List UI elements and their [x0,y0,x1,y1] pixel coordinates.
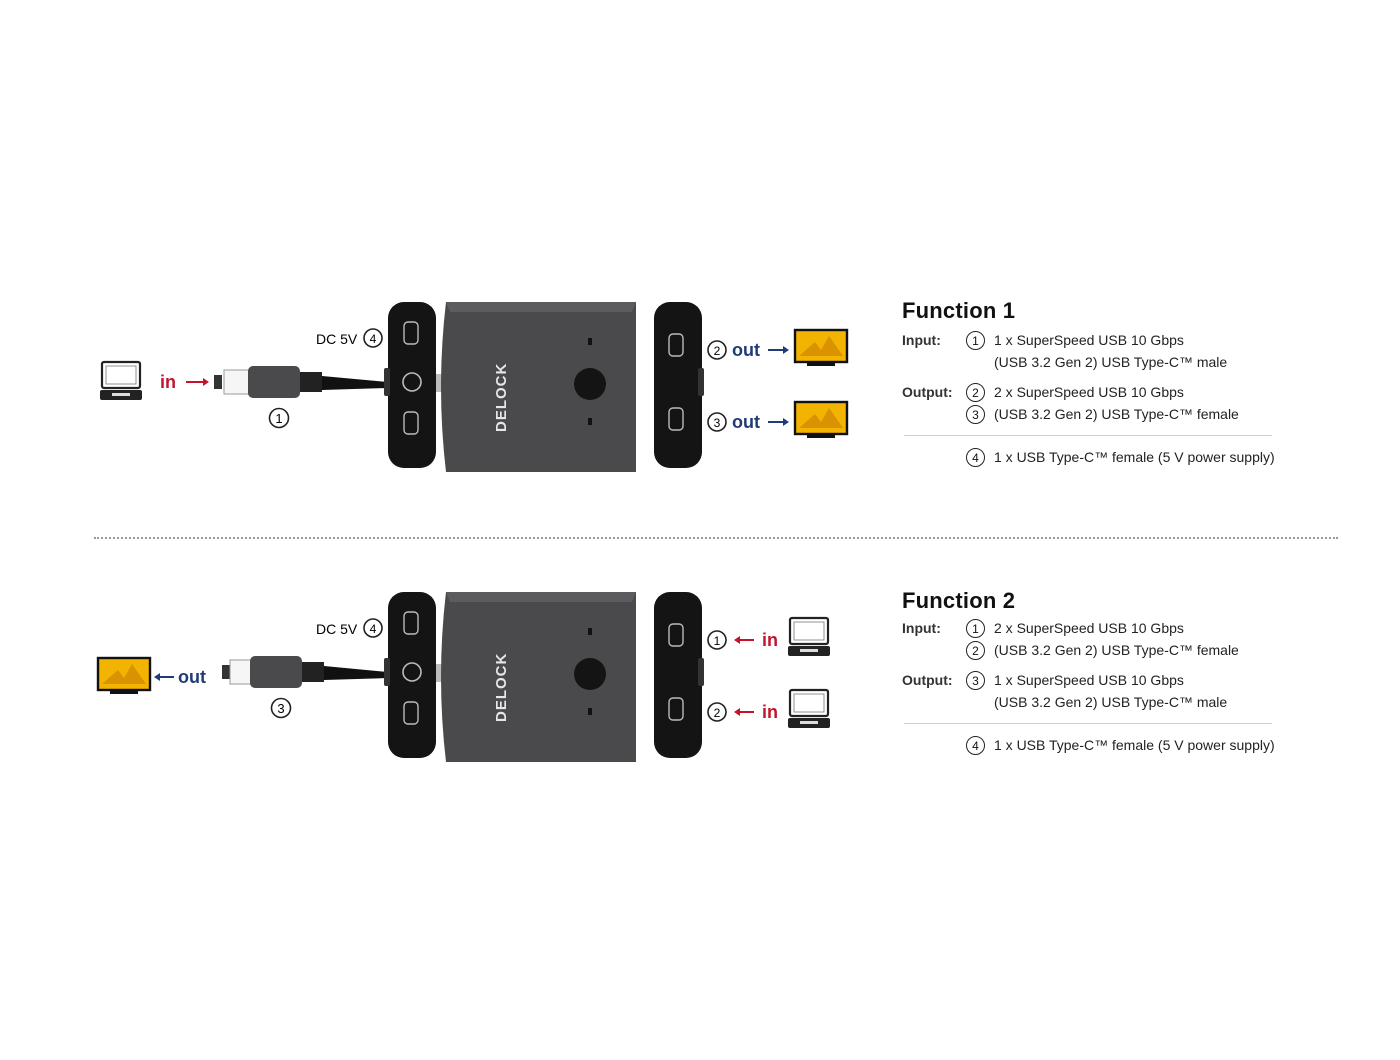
output-port-3-badge: 3 [707,412,727,432]
brand-logo: DELOCK [493,653,510,722]
arrow-left-icon [734,636,754,644]
svg-text:1: 1 [275,411,282,426]
input-line-2: (USB 3.2 Gen 2) USB Type-C™ male [994,354,1228,370]
right-top-word: in [762,630,778,650]
svg-text:3: 3 [714,416,721,430]
input-label: Input: [902,620,941,636]
svg-text:4: 4 [370,622,377,636]
laptop-icon [788,688,830,728]
section-rule [904,723,1272,724]
left-port-word: out [178,667,206,687]
input-line-2: (USB 3.2 Gen 2) USB Type-C™ female [994,642,1239,658]
svg-text:1: 1 [714,634,721,648]
function-2-diagram: out 3 DC 5V 4 [96,592,830,762]
cable-number-badge: 3 [270,697,292,719]
laptop-icon [100,360,142,400]
function-1-title: Function 1 [902,298,1016,323]
right-bottom-word: in [762,702,778,722]
right-top-word: out [732,340,760,360]
input-line-1: 2 x SuperSpeed USB 10 Gbps [994,620,1184,636]
arrow-right-icon [186,378,209,386]
function-2-title: Function 2 [902,588,1016,613]
power-line-badge: 4 [966,736,985,755]
output-line-1-badge: 3 [966,671,985,690]
function-1-panel: in 1 DC 5V 4 [0,290,1400,530]
input-label: Input: [902,332,941,348]
dc-5v-label: DC 5V [316,621,358,637]
output-line-2-badge: 3 [966,405,985,424]
brand-logo: DELOCK [493,363,510,432]
output-line-1: 1 x SuperSpeed USB 10 Gbps [994,672,1184,688]
switch-right-endcap [654,592,704,758]
power-line-badge: 4 [966,448,985,467]
monitor-icon [793,328,849,366]
dc-5v-label: DC 5V [316,331,358,347]
output-label: Output: [902,672,953,688]
monitor-icon [793,400,849,438]
svg-text:2: 2 [714,344,721,358]
output-line-2: (USB 3.2 Gen 2) USB Type-C™ female [994,406,1239,422]
section-rule [904,435,1272,436]
right-bottom-word: out [732,412,760,432]
laptop-icon [788,616,830,656]
input-line-2-badge: 2 [966,641,985,660]
monitor-icon [96,656,152,694]
output-line-1-badge: 2 [966,383,985,402]
output-line-1: 2 x SuperSpeed USB 10 Gbps [994,384,1184,400]
input-port-1-badge: 1 [707,630,727,650]
function-2-panel: out 3 DC 5V 4 [0,580,1400,820]
switch-right-endcap [654,302,704,468]
usb-c-cable-icon [214,366,388,398]
arrow-left-icon [734,708,754,716]
power-line: 1 x USB Type-C™ female (5 V power supply… [994,449,1275,465]
svg-text:2: 2 [714,706,721,720]
arrow-right-icon [768,346,789,354]
dc-number-badge: 4 [363,618,383,638]
output-label: Output: [902,384,953,400]
power-line: 1 x USB Type-C™ female (5 V power supply… [994,737,1275,753]
section-divider [94,537,1338,539]
input-line-1-badge: 1 [966,619,985,638]
left-port-word: in [160,372,176,392]
switch-left-endcap [384,592,436,758]
input-line-1-badge: 1 [966,331,985,350]
cable-number-badge: 1 [268,407,290,429]
input-line-1: 1 x SuperSpeed USB 10 Gbps [994,332,1184,348]
switch-body: DELOCK [436,592,636,762]
arrow-left-icon [154,673,174,681]
output-line-2: (USB 3.2 Gen 2) USB Type-C™ male [994,694,1228,710]
input-port-2-badge: 2 [707,702,727,722]
switch-body: DELOCK [436,302,636,472]
function-1-diagram: in 1 DC 5V 4 [100,302,849,472]
switch-left-endcap [384,302,436,468]
output-port-2-badge: 2 [707,340,727,360]
svg-text:4: 4 [370,332,377,346]
usb-c-cable-icon [222,656,388,688]
dc-number-badge: 4 [363,328,383,348]
svg-text:3: 3 [277,701,284,716]
arrow-right-icon [768,418,789,426]
